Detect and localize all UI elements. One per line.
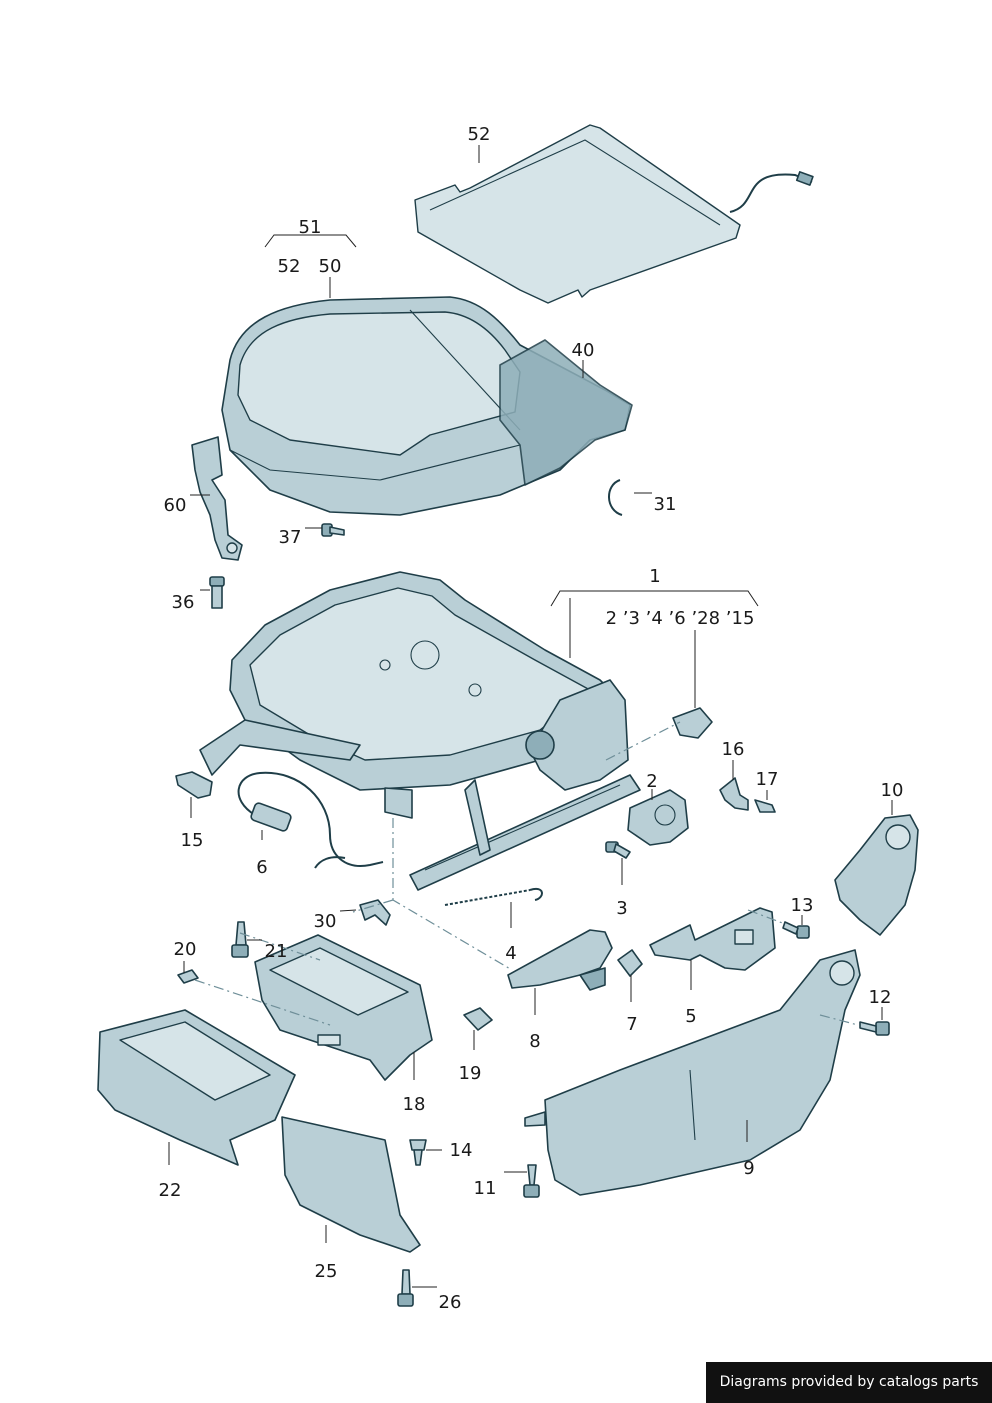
callout-14: 14 <box>450 1140 473 1161</box>
callout-50: 50 <box>319 256 342 277</box>
callout-31: 31 <box>654 494 677 515</box>
part-14-rivet <box>409 1139 427 1166</box>
part-15b-cap <box>672 707 713 739</box>
part-36-bolt <box>209 576 225 609</box>
callout-25: 25 <box>315 1261 338 1282</box>
part-21-screw <box>231 921 249 958</box>
assembly-line-6 <box>747 909 786 925</box>
callout-19: 19 <box>459 1063 482 1084</box>
callout-52-top: 52 <box>468 124 491 145</box>
part-2-motor <box>627 789 689 846</box>
part-4-spring <box>444 887 543 906</box>
callout-15: 15 <box>181 830 204 851</box>
callout-18: 18 <box>403 1094 426 1115</box>
part-10-side-cover <box>834 814 919 936</box>
callout-40: 40 <box>572 340 595 361</box>
part-3-screw <box>605 841 631 859</box>
assembly-line-2 <box>352 899 394 913</box>
part-12-screw <box>859 1021 890 1036</box>
part-17-screw <box>754 799 776 813</box>
part-25-cover <box>281 1116 421 1253</box>
callout-7: 7 <box>626 1014 637 1035</box>
callout-8: 8 <box>529 1031 540 1052</box>
part-18-storage-box <box>254 934 433 1081</box>
callout-2: 2 <box>646 771 657 792</box>
callout-26: 26 <box>439 1292 462 1313</box>
part-5-bracket <box>649 907 776 971</box>
part-60-belt-buckle <box>191 436 243 561</box>
part-20-clip <box>177 969 199 984</box>
callout-9: 9 <box>743 1158 754 1179</box>
part-22-tray <box>97 1009 296 1166</box>
callout-60: 60 <box>164 495 187 516</box>
callout-13: 13 <box>791 895 814 916</box>
part-26-screw <box>397 1269 414 1307</box>
callout-10: 10 <box>881 780 904 801</box>
callout-21: 21 <box>265 941 288 962</box>
part-16-bracket <box>719 777 749 811</box>
callout-30: 30 <box>314 911 337 932</box>
callout-16: 16 <box>722 739 745 760</box>
assembly-line-5 <box>605 721 681 761</box>
leader-lines <box>168 145 893 1288</box>
callout-1-subparts: 2 ’3 ’4 ’6 ’28 ’15 <box>606 608 755 629</box>
callout-3: 3 <box>616 898 627 919</box>
callout-20: 20 <box>174 939 197 960</box>
assembly-line-7 <box>819 1014 859 1026</box>
part-31-clip <box>608 479 623 516</box>
part-37-bolt <box>321 523 345 537</box>
part-9-side-panel <box>524 949 861 1196</box>
callout-51: 51 <box>299 217 322 238</box>
part-15-end-cap <box>175 771 213 799</box>
part-7-clip <box>617 949 643 977</box>
part-30-clip <box>359 899 391 926</box>
part-13-screw <box>782 921 810 939</box>
callout-12: 12 <box>869 987 892 1008</box>
assembly-line-4 <box>194 979 331 1026</box>
callout-5: 5 <box>685 1006 696 1027</box>
part-11-screw <box>523 1164 540 1198</box>
callout-37: 37 <box>279 527 302 548</box>
part-19-nut <box>463 1007 493 1031</box>
assembly-line-3 <box>239 932 321 961</box>
callout-52-left: 52 <box>278 256 301 277</box>
callout-1: 1 <box>649 566 660 587</box>
attribution-banner: Diagrams provided by catalogs parts <box>706 1362 992 1403</box>
callout-22: 22 <box>159 1180 182 1201</box>
part-52-heating-mat <box>414 124 814 304</box>
part-6-cable <box>237 771 384 869</box>
part-50-seat-cushion <box>221 296 633 516</box>
callout-6: 6 <box>256 857 267 878</box>
part-1-seat-frame <box>199 571 641 891</box>
callout-11: 11 <box>474 1178 497 1199</box>
callout-36: 36 <box>172 592 195 613</box>
callout-17: 17 <box>756 769 779 790</box>
callout-4: 4 <box>505 943 516 964</box>
part-8-handle <box>507 929 613 991</box>
